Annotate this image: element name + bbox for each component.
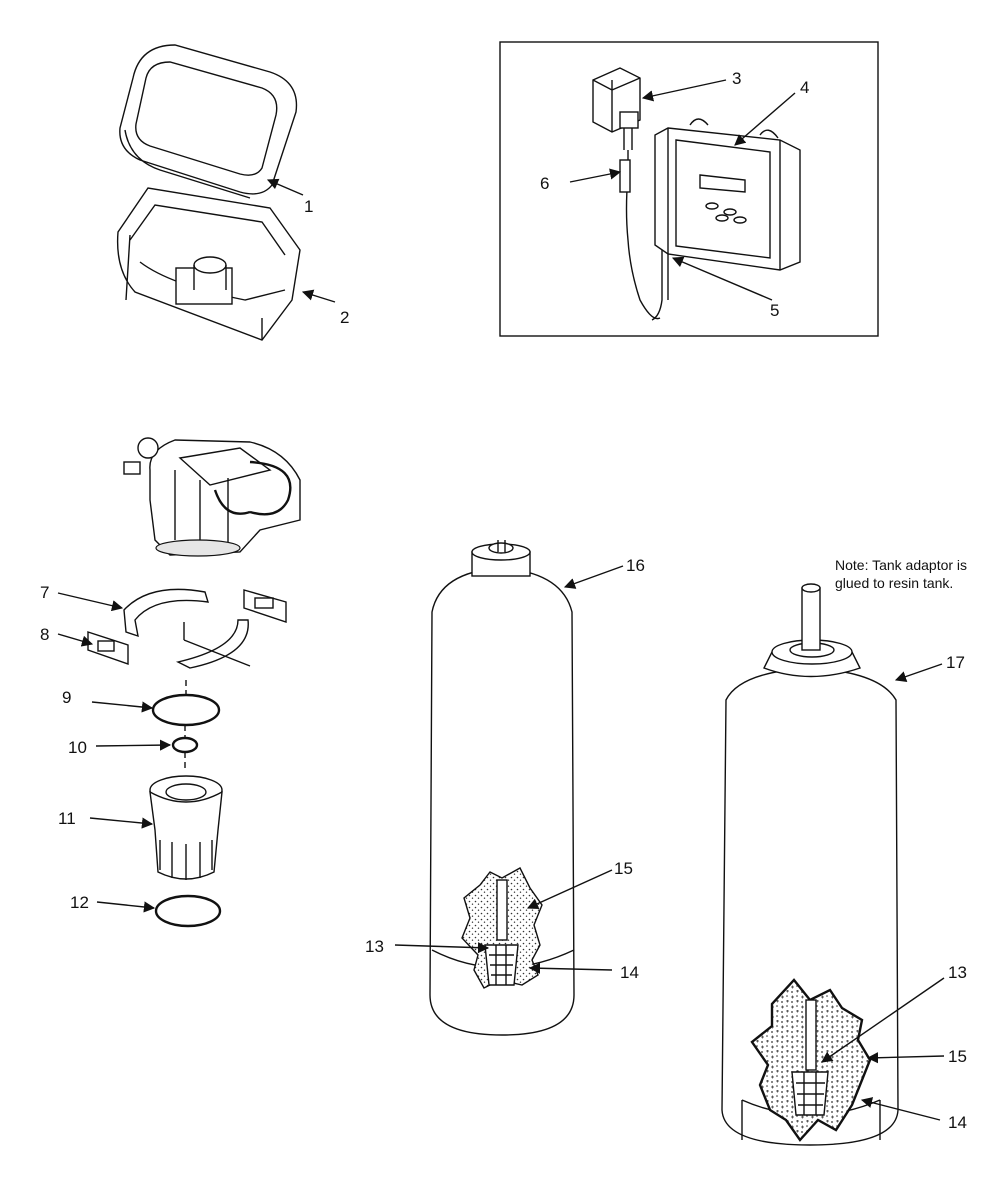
callout-7: 7 bbox=[40, 583, 49, 602]
clip-part bbox=[87, 589, 287, 665]
note-line-1: Note: Tank adaptor is bbox=[835, 557, 967, 573]
callout-14-large-tank: 14 bbox=[948, 1113, 967, 1132]
leader-lines bbox=[57, 79, 945, 1121]
valve-body-part bbox=[123, 437, 301, 557]
o-ring-large bbox=[151, 693, 221, 727]
callout-2: 2 bbox=[340, 308, 349, 327]
callout-11: 11 bbox=[58, 809, 76, 828]
callout-4: 4 bbox=[800, 78, 809, 97]
cover-part bbox=[119, 44, 298, 199]
callout-13-large-tank: 13 bbox=[948, 963, 967, 982]
power-cord-part bbox=[619, 150, 661, 320]
o-ring-bottom bbox=[154, 894, 222, 928]
control-panel-part bbox=[654, 118, 801, 271]
callout-10: 10 bbox=[68, 738, 87, 757]
callout-8: 8 bbox=[40, 625, 49, 644]
callout-15-large-tank: 15 bbox=[948, 1047, 967, 1066]
callout-17: 17 bbox=[946, 653, 965, 672]
note-line-2: glued to resin tank. bbox=[835, 575, 953, 591]
o-ring-small bbox=[171, 736, 199, 754]
callout-15-small-tank: 15 bbox=[614, 859, 633, 878]
inset-frame bbox=[499, 41, 879, 337]
resin-tank-small bbox=[429, 540, 575, 1036]
callout-5: 5 bbox=[770, 301, 779, 320]
callout-9: 9 bbox=[62, 688, 71, 707]
transformer-part bbox=[592, 67, 641, 150]
callout-14-small-tank: 14 bbox=[620, 963, 639, 982]
callout-12: 12 bbox=[70, 893, 89, 912]
callout-16: 16 bbox=[626, 556, 645, 575]
housing-part bbox=[116, 187, 301, 341]
callout-3: 3 bbox=[732, 69, 741, 88]
callout-13-small-tank: 13 bbox=[365, 937, 384, 956]
callout-6: 6 bbox=[540, 174, 549, 193]
tank-adaptor-part bbox=[149, 775, 223, 880]
clamp-part bbox=[123, 588, 251, 669]
callout-1: 1 bbox=[304, 197, 313, 216]
resin-tank-large bbox=[721, 583, 899, 1146]
